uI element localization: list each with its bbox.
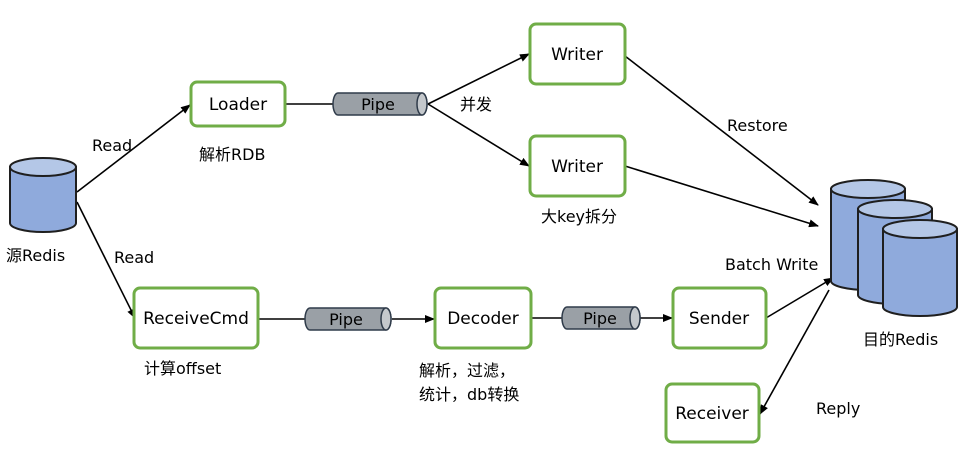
writer-top-label: Writer <box>551 45 603 65</box>
writer-bottom-label: Writer <box>551 157 603 177</box>
receivecmd-label: ReceiveCmd <box>143 309 249 329</box>
receivecmd-box: ReceiveCmd <box>132 286 260 350</box>
source-redis-db: 源Redis <box>6 157 77 265</box>
edge-pipe-to-writer-top <box>427 53 530 105</box>
decoder-label: Decoder <box>447 309 519 329</box>
edges <box>76 53 834 415</box>
pipe-receive-label: Pipe <box>329 310 363 329</box>
target-redis-db: 目的Redis <box>830 179 958 349</box>
read-top-label: Read <box>92 136 132 155</box>
batch-write-label: Batch Write <box>725 255 818 274</box>
receiver-box: Receiver <box>664 382 761 444</box>
big-key-split-label: 大key拆分 <box>541 207 617 226</box>
edge-pipe-to-writer-bottom <box>427 103 530 167</box>
target-db-label: 目的Redis <box>863 330 938 349</box>
writer-top-box: Writer <box>528 22 627 86</box>
writer-bottom-box: Writer <box>528 134 627 198</box>
decoder-note-line2: 统计，db转换 <box>419 385 519 404</box>
loader-box: Loader <box>189 80 287 128</box>
decoder-note-line1: 解析，过滤， <box>419 361 515 380</box>
sender-label: Sender <box>689 309 749 329</box>
edge-source-to-loader <box>76 104 191 193</box>
pipe-decoder: Pipe <box>561 306 641 330</box>
restore-label: Restore <box>727 116 788 135</box>
concurrent-label: 并发 <box>460 95 492 114</box>
edge-writer-top-to-target <box>624 55 819 206</box>
edge-source-to-receivecmd <box>76 201 136 319</box>
parse-rdb-label: 解析RDB <box>199 145 265 164</box>
loader-label: Loader <box>209 95 267 115</box>
source-db-label: 源Redis <box>6 246 65 265</box>
calc-offset-label: 计算offset <box>144 359 221 378</box>
pipe-loader-label: Pipe <box>361 95 395 114</box>
edge-sender-to-target <box>765 277 834 319</box>
sender-box: Sender <box>671 286 768 350</box>
pipe-decoder-label: Pipe <box>583 309 617 328</box>
reply-label: Reply <box>816 399 860 418</box>
receiver-label: Receiver <box>675 404 749 424</box>
pipe-receive: Pipe <box>304 307 392 331</box>
edge-target-to-receiver <box>759 289 830 415</box>
decoder-box: Decoder <box>433 286 533 350</box>
read-bottom-label: Read <box>114 248 154 267</box>
edge-writer-bottom-to-target <box>624 165 819 228</box>
pipe-loader: Pipe <box>332 92 428 116</box>
